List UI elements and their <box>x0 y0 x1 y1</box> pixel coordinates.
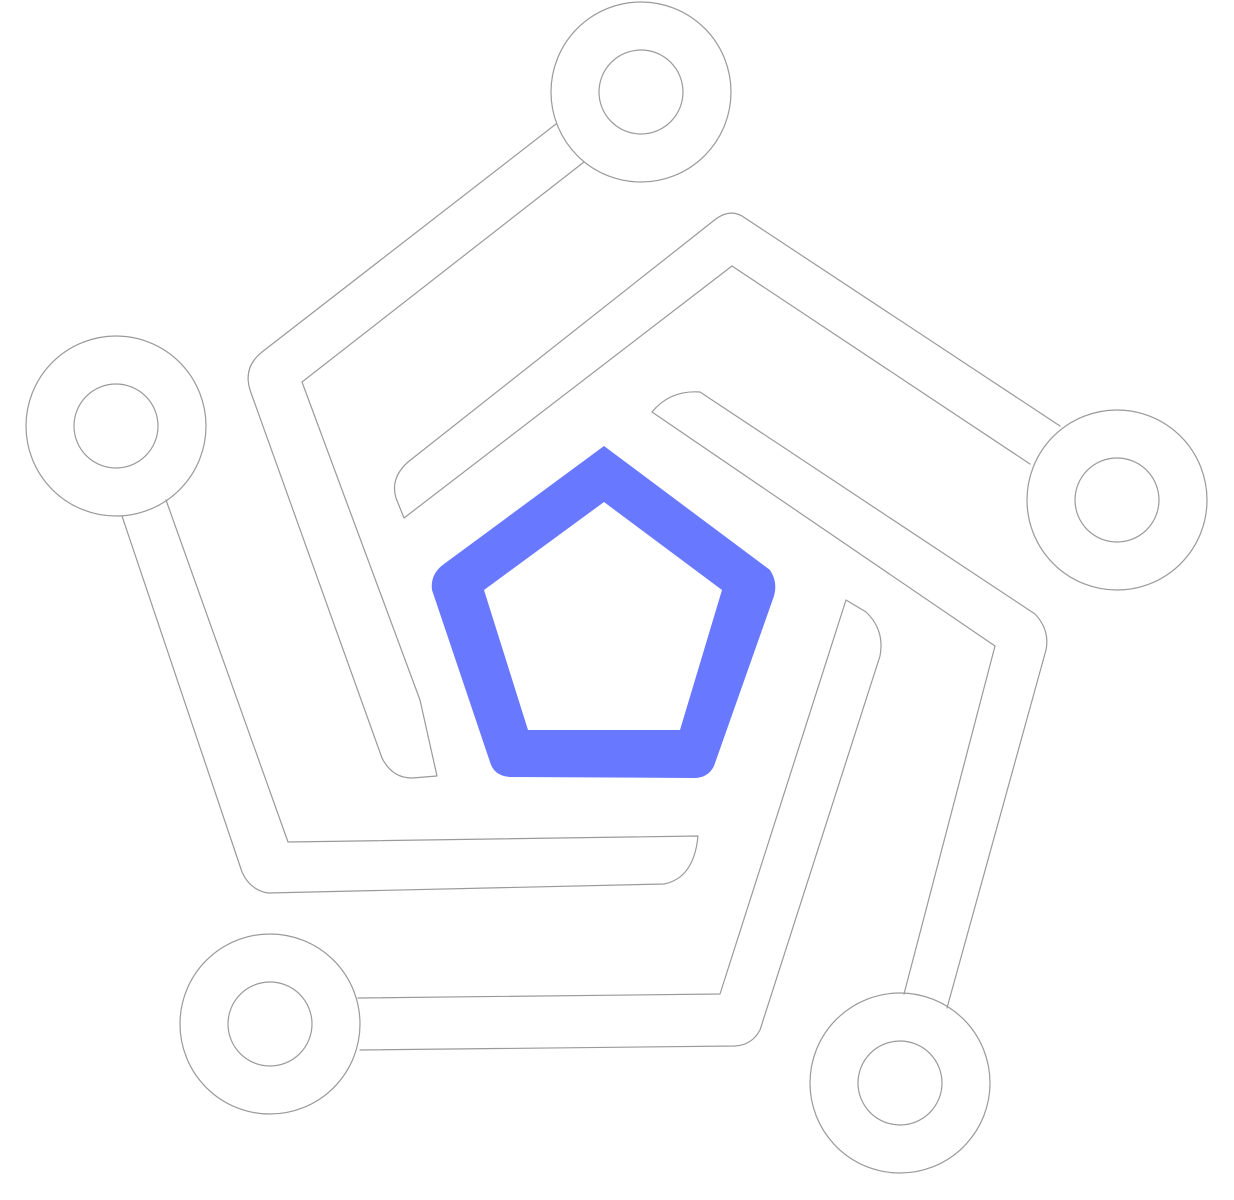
circle-node-inner-icon <box>857 1040 943 1126</box>
node-bottom-left <box>179 599 882 1115</box>
circle-node-icon <box>25 335 207 517</box>
circle-node-icon <box>809 992 991 1174</box>
circle-node-inner-icon <box>1074 457 1160 543</box>
circle-node-icon <box>1026 409 1208 591</box>
circle-node-icon <box>179 933 361 1115</box>
arm-right <box>393 212 1061 519</box>
circle-node-inner-icon <box>73 383 159 469</box>
node-right <box>393 212 1208 591</box>
network-outline <box>25 1 1208 1174</box>
circle-node-inner-icon <box>227 981 313 1067</box>
arm-bottom-left <box>357 599 882 1051</box>
node-bottom-right <box>651 391 1048 1174</box>
arm-left <box>121 499 699 894</box>
node-top <box>247 1 732 779</box>
pentagon-icon <box>431 446 776 778</box>
node-left <box>25 335 699 894</box>
circle-node-inner-icon <box>598 49 684 135</box>
circle-node-icon <box>550 1 732 183</box>
arm-bottom-right <box>651 391 1048 1009</box>
arm-top <box>247 123 585 779</box>
